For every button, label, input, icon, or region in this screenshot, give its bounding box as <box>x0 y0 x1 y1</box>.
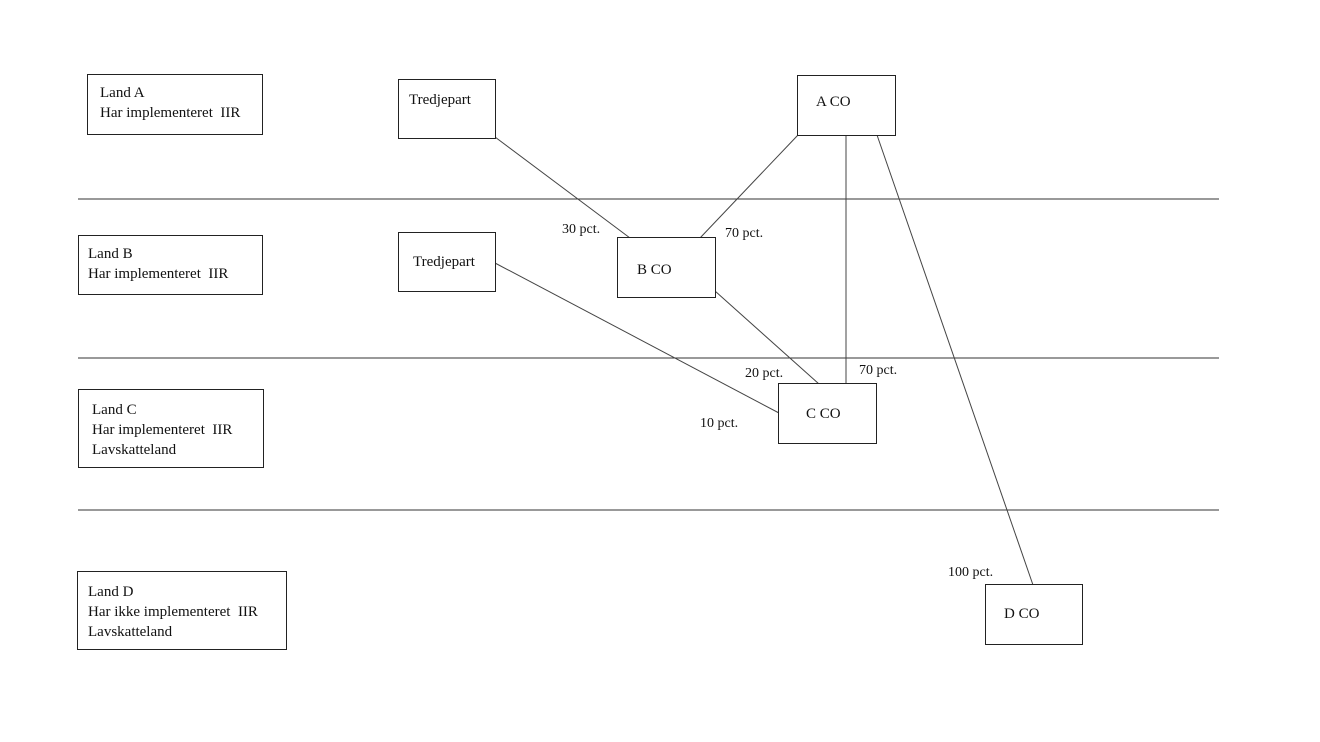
ownership-label-tredjepart-b-co: 30 pct. <box>562 222 601 237</box>
country-name: Land C <box>92 402 137 418</box>
country-name: Land A <box>100 85 145 101</box>
country-tax-status: Lavskatteland <box>92 442 177 458</box>
country-tax-status: Lavskatteland <box>88 624 173 640</box>
country-status: Har ikke implementeret IIR <box>88 604 258 620</box>
ownership-label-a-co-c-co: 70 pct. <box>859 363 898 378</box>
ownership-label-a-co-d-co: 100 pct. <box>948 565 994 580</box>
entity-b-co: B CO <box>617 237 716 298</box>
edge-a-co-to-d-co <box>876 134 1034 586</box>
edge-tredjepart-b-to-c-co <box>494 262 780 414</box>
country-box-land-c: Land C Har implementeret IIR Lavskattela… <box>78 389 264 468</box>
country-box-land-a: Land A Har implementeret IIR <box>87 74 263 135</box>
country-name: Land B <box>88 246 133 262</box>
edge-b-co-to-c-co <box>714 290 820 385</box>
ownership-label-b-co-c-co: 20 pct. <box>745 366 784 381</box>
country-status: Har implementeret IIR <box>88 266 229 282</box>
entity-c-co: C CO <box>778 383 877 444</box>
country-status: Har implementeret IIR <box>100 105 241 121</box>
entity-a-co: A CO <box>797 75 896 136</box>
entity-d-co: D CO <box>985 584 1083 645</box>
entity-tredjepart-land-b: Tredjepart <box>398 232 496 292</box>
country-box-land-b: Land B Har implementeret IIR <box>78 235 263 295</box>
country-box-land-d: Land D Har ikke implementeret IIR Lavska… <box>77 571 287 650</box>
ownership-label-a-co-b-co: 70 pct. <box>725 226 764 241</box>
country-name: Land D <box>88 584 134 600</box>
edge-tredjepart-a-to-b-co <box>494 136 631 239</box>
edge-a-co-to-b-co <box>699 134 799 239</box>
ownership-label-tredjepart-c-co: 10 pct. <box>700 416 739 431</box>
entity-tredjepart-land-a: Tredjepart <box>398 79 496 139</box>
country-status: Har implementeret IIR <box>92 422 233 438</box>
